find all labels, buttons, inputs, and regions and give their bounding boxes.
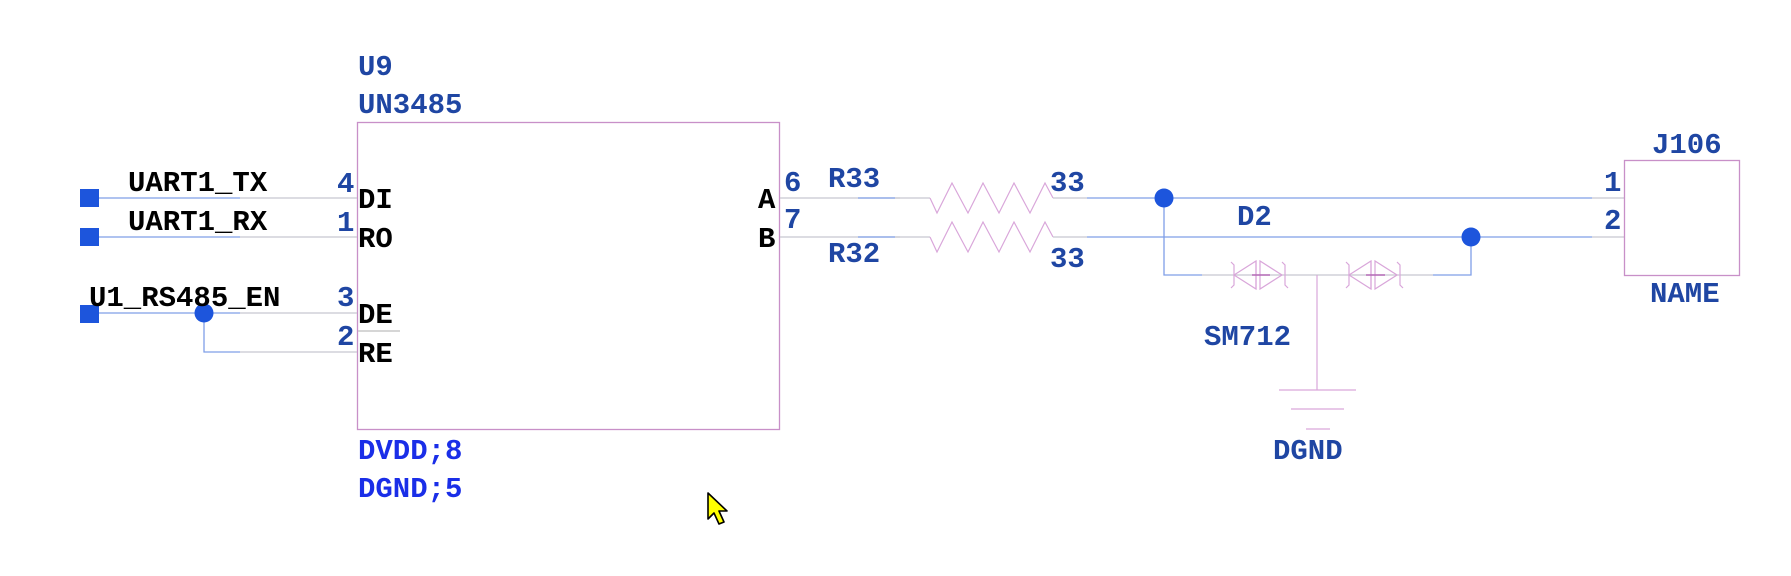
port-uart1-rx[interactable] <box>80 228 99 246</box>
d2-tvs-diode-left-icon <box>1230 259 1289 291</box>
j106-value-label: NAME <box>1650 278 1720 311</box>
j106-pin1-number: 1 <box>1604 167 1621 200</box>
mouse-cursor-icon <box>707 492 728 525</box>
r33-value-label: 33 <box>1050 167 1085 200</box>
junction-rs485-en <box>194 303 214 323</box>
r33-ref-label: R33 <box>828 163 880 196</box>
ground-label: DGND <box>1273 435 1343 468</box>
u9-pin4-number: 4 <box>337 168 354 201</box>
u9-pin-ro: RO <box>358 223 393 256</box>
u9-pin7-number: 7 <box>784 204 801 237</box>
r32-value-label: 33 <box>1050 243 1085 276</box>
j106-body[interactable] <box>1623 159 1741 277</box>
wire-a-to-d2[interactable] <box>1163 198 1202 276</box>
r32-component[interactable]: R32 33 <box>828 220 1087 276</box>
ground-icon <box>1279 389 1356 430</box>
net-label-uart1-tx: UART1_TX <box>128 167 268 200</box>
u9-pin-a: A <box>758 184 776 217</box>
d2-tvs-diode-right-icon <box>1345 259 1404 291</box>
u9-pin-di: DI <box>358 184 393 217</box>
r32-ref-label: R32 <box>828 238 880 271</box>
j106-pin2-number: 2 <box>1604 205 1621 238</box>
u9-pin1-number: 1 <box>337 207 354 240</box>
j106-ref-label: J106 <box>1652 129 1722 162</box>
net-label-uart1-rx: UART1_RX <box>128 206 268 239</box>
left-nets: UART1_TX UART1_RX U1_RS485_EN <box>80 167 280 353</box>
u9-power-dgnd: DGND;5 <box>358 473 462 506</box>
r32-zigzag <box>929 220 1054 254</box>
u9-pin-re: RE <box>358 338 393 371</box>
r33-component[interactable]: R33 33 <box>828 163 1087 215</box>
d2-component[interactable]: D2 SM712 <box>1202 201 1433 390</box>
u9-ref-label: U9 <box>358 51 393 84</box>
j106-component[interactable]: J106 1 2 NAME <box>1604 129 1741 311</box>
net-label-rs485-en: U1_RS485_EN <box>89 282 280 315</box>
u9-pin-de: DE <box>358 299 393 332</box>
u9-pin3-number: 3 <box>337 282 354 315</box>
u9-pin6-number: 6 <box>784 167 801 200</box>
wire-b-to-d2[interactable] <box>1433 237 1472 276</box>
port-uart1-tx[interactable] <box>80 189 99 207</box>
u9-power-dvdd: DVDD;8 <box>358 435 462 468</box>
u9-pin2-number: 2 <box>337 321 354 354</box>
port-rs485-en[interactable] <box>80 305 99 323</box>
u9-value-label: UN3485 <box>358 89 462 122</box>
d2-value-label: SM712 <box>1204 321 1291 354</box>
bus-wires <box>1087 188 1624 276</box>
d2-ref-label: D2 <box>1237 201 1272 234</box>
u9-body[interactable] <box>356 121 781 431</box>
u9-component[interactable]: U9 UN3485 4 1 3 2 DI RO DE RE 6 7 A B DV… <box>240 51 900 506</box>
r33-zigzag <box>929 181 1054 215</box>
junction-net-b <box>1461 227 1481 247</box>
ground-symbol[interactable]: DGND <box>1273 389 1356 468</box>
wire-rs485-en-re[interactable] <box>203 313 240 353</box>
junction-net-a <box>1154 188 1174 208</box>
u9-pin-b: B <box>758 223 775 256</box>
